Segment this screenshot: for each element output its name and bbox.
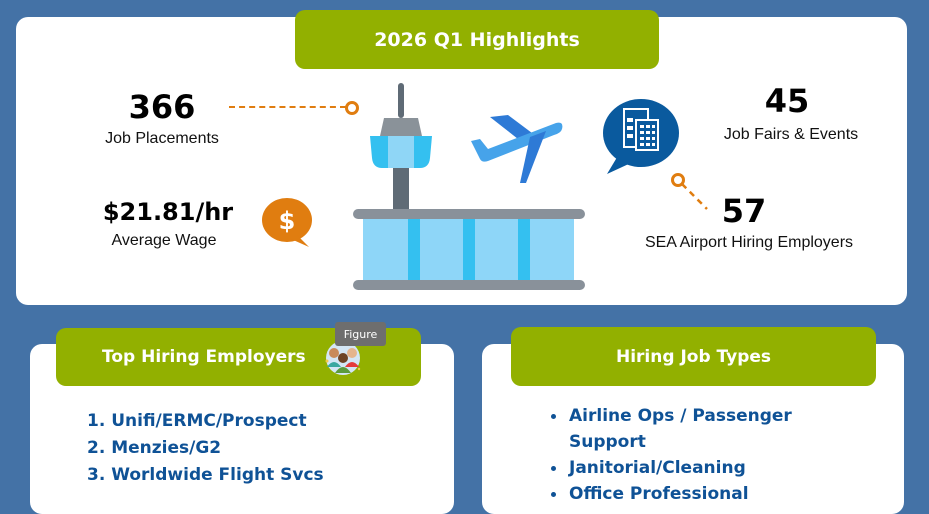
page-title: 2026 Q1 Highlights <box>295 10 659 69</box>
placements-value: 366 <box>128 88 196 126</box>
connector-line <box>229 106 346 108</box>
top-employers-title: Top Hiring Employers <box>102 347 306 367</box>
connector-dot <box>671 173 685 187</box>
wage-label: Average Wage <box>111 232 217 249</box>
list-item: 2. Menzies/G2 <box>87 438 222 458</box>
dollar-speech-bubble-icon: $ <box>262 198 312 247</box>
buildings-speech-bubble-icon <box>603 99 679 174</box>
employers-value: 57 <box>721 192 767 230</box>
airport-tower-terminal-icon <box>353 83 585 290</box>
people-group-icon <box>325 341 361 375</box>
tooltip: Figure <box>335 322 386 346</box>
job-fairs-value: 45 <box>764 82 810 120</box>
job-types-title: Hiring Job Types <box>615 346 772 367</box>
list-item: Janitorial/Cleaning <box>549 455 799 481</box>
connector-line <box>681 183 708 210</box>
top-employers-list: 1. Unifi/ERMC/Prospect 2. Menzies/G2 3. … <box>87 408 324 489</box>
list-item: Airline Ops / Passenger Support <box>549 403 799 455</box>
list-item: Office Professional <box>549 481 799 507</box>
job-types-header: Hiring Job Types <box>511 327 876 386</box>
job-types-list: Airline Ops / Passenger Support Janitori… <box>549 403 799 507</box>
placements-label: Job Placements <box>105 130 219 147</box>
list-item: 3. Worldwide Flight Svcs <box>87 465 324 485</box>
employers-label: SEA Airport Hiring Employers <box>644 234 854 251</box>
connector-dot <box>345 101 359 115</box>
wage-value: $21.81/hr <box>102 198 234 226</box>
svg-text:$: $ <box>279 207 296 235</box>
job-fairs-label: Job Fairs & Events <box>723 126 859 143</box>
airplane-icon <box>471 115 563 183</box>
list-item: 1. Unifi/ERMC/Prospect <box>87 411 307 431</box>
